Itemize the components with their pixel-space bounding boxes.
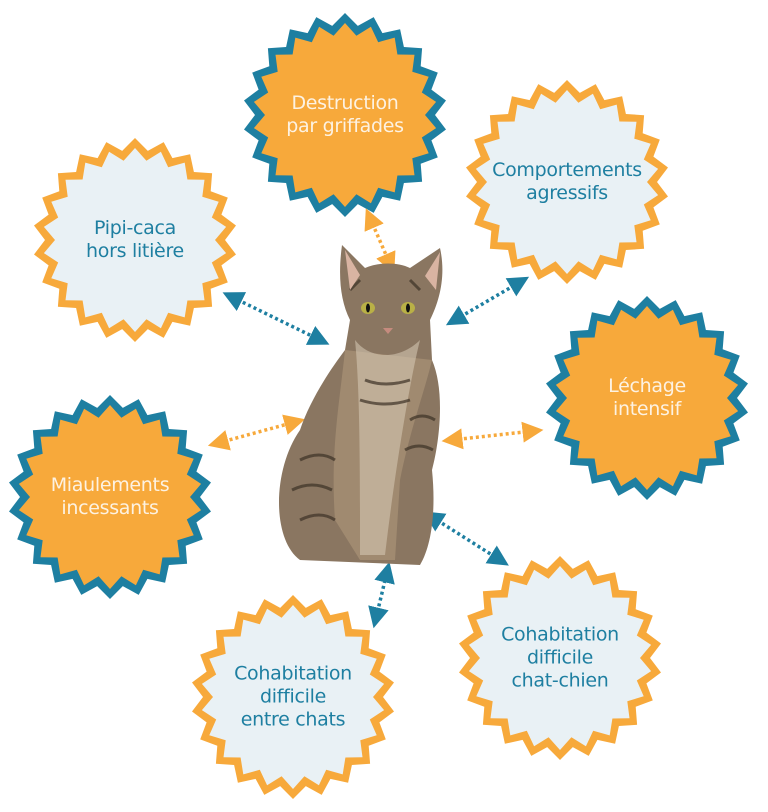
badge-label-line: Pipi-caca (94, 217, 176, 239)
badge-lechage (555, 306, 739, 490)
badge-label-line: Cohabitation (501, 623, 619, 646)
badge-miaulements (18, 405, 202, 589)
badge-label-line: Destruction (291, 92, 399, 114)
badge-label-line: Léchage (608, 375, 686, 397)
double-arrow-connector (207, 414, 306, 451)
double-arrow-connector (445, 276, 530, 326)
double-arrow-connector (222, 292, 330, 345)
badge-label-line: difficile (260, 685, 326, 708)
badge-pipi (43, 148, 227, 332)
badge-label-line: agressifs (526, 182, 608, 204)
double-arrow-connector (364, 208, 396, 274)
double-arrow-connector (368, 561, 395, 629)
badge-label-line: Comportements (492, 159, 642, 181)
badge-label-line: Miaulements (50, 474, 170, 496)
badge-label-line: chat-chien (511, 669, 609, 692)
badge-agressifs (475, 90, 659, 274)
badge-entre-chats (201, 605, 385, 789)
cat-image (279, 245, 443, 565)
badge-label-line: hors litière (86, 240, 184, 262)
badge-label-line: difficile (527, 646, 593, 669)
double-arrow-connector (423, 511, 509, 566)
badge-chat-chien (468, 566, 652, 750)
badge-destruction (253, 23, 437, 207)
double-arrow-connector (441, 421, 544, 450)
badge-label-line: intensif (613, 398, 681, 420)
badge-label-line: par griffades (286, 115, 404, 137)
badge-label-line: Cohabitation (234, 662, 352, 685)
badge-label-line: entre chats (240, 708, 346, 731)
badge-label-line: incessants (61, 497, 159, 519)
